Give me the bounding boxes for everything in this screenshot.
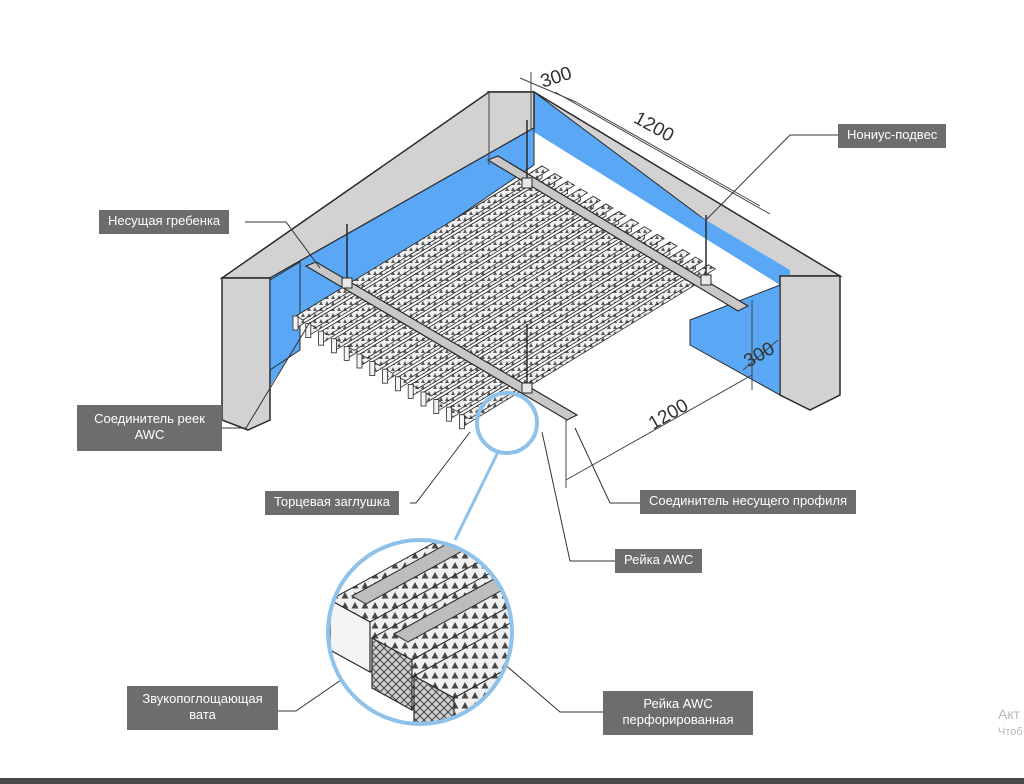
zoom-wool-end: [371, 636, 413, 712]
label-perforated-rail-line1: Рейка AWC: [643, 696, 713, 711]
label-sound-wool-line2: вата: [189, 707, 216, 722]
dimension-lines: [488, 72, 779, 488]
right-wall-face: [779, 275, 841, 411]
label-vernier-hanger: Нониус-подвес: [838, 124, 947, 148]
label-carrier-comb: Несущая гребенка: [99, 210, 230, 234]
slat-end-cap: [356, 353, 363, 369]
magnifier-small-ring: [475, 391, 539, 455]
dim-top-short: 300: [538, 63, 575, 93]
walls: [219, 91, 843, 431]
label-sound-wool-line1: Звукопоглощающая: [142, 691, 263, 706]
slat-end-cap: [420, 391, 427, 407]
back-wall-blue: [534, 118, 790, 285]
slat-end-cap: [369, 361, 376, 377]
magnifier-connector: [453, 451, 500, 541]
label-rail-connector-line2: AWC: [134, 427, 165, 442]
slat-end-cap: [407, 383, 414, 399]
slat-top: [461, 264, 717, 420]
slat-end-cap: [458, 414, 465, 430]
hanger-clip-3: [341, 277, 353, 289]
slat-top: [295, 165, 550, 321]
slat-end-cap: [382, 368, 389, 384]
hanger-clip-2: [700, 274, 712, 286]
watermark-line2: Чтоб: [998, 726, 1023, 738]
slat-end-cap: [433, 399, 440, 415]
slat-end-cap: [394, 376, 401, 392]
label-rail-connector: Соединитель реек AWC: [77, 405, 222, 451]
carrier-profile-front: [304, 261, 579, 421]
slat-top: [346, 195, 601, 351]
label-perforated-rail: Рейка AWC перфорированная: [603, 691, 753, 735]
slat-end-cap: [305, 323, 312, 339]
magnifier-ring: [326, 538, 514, 726]
slat-top: [423, 241, 678, 397]
zoom-wool-end: [413, 674, 455, 724]
carrier-profiles: [304, 120, 750, 421]
label-rail-connector-line1: Соединитель реек: [94, 411, 205, 426]
label-perforated-rail-line2: перфорированная: [622, 712, 734, 727]
slat-end-cap: [318, 330, 325, 346]
hanger-clip-1: [521, 177, 533, 189]
slat-top: [320, 180, 576, 336]
label-sound-wool: Звукопоглощающая вата: [127, 686, 278, 730]
watermark-line1: Акт: [998, 706, 1021, 722]
slat-end-cap: [343, 345, 350, 361]
slat-top: [384, 218, 640, 374]
slat-end-cap: [446, 406, 453, 422]
slat-top: [372, 211, 627, 367]
label-end-cap: Торцевая заглушка: [265, 491, 399, 515]
slat-top: [308, 173, 563, 329]
slat-top: [333, 188, 589, 344]
slat-top: [448, 256, 704, 412]
label-rail-awc: Рейка AWC: [615, 549, 703, 573]
slat-end-cap: [292, 315, 299, 331]
bottom-bar: [0, 778, 1024, 784]
left-wall-front: [221, 277, 271, 431]
carrier-profile-back: [486, 155, 750, 312]
left-wall-blue-panel: [269, 261, 301, 371]
hanger-clip-4: [521, 382, 533, 394]
dim-top-long: 1200: [630, 108, 677, 147]
slat-end-cap: [330, 338, 337, 354]
right-wall-blue: [689, 284, 781, 396]
label-carrier-profile-connector: Соединитель несущего профиля: [640, 490, 856, 514]
dim-right-long: 1200: [645, 395, 692, 434]
slat-top: [436, 249, 691, 405]
slat-top: [410, 233, 665, 389]
slat-top: [397, 226, 653, 382]
slat-top: [359, 203, 614, 359]
